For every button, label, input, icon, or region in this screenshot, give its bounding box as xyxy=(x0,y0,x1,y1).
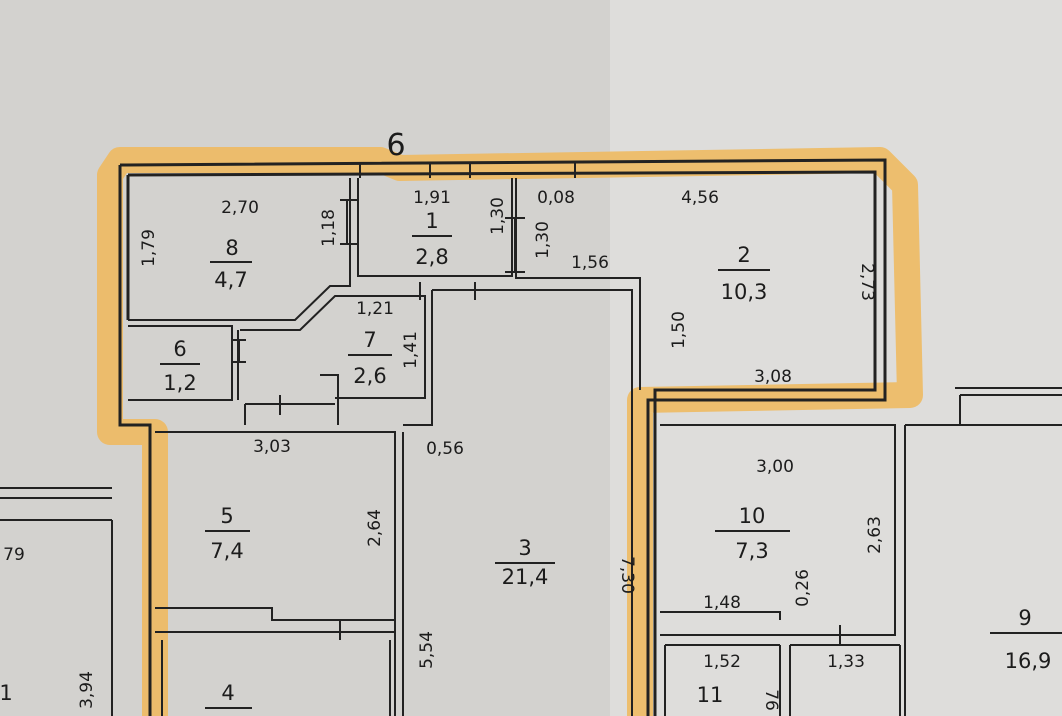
dimension-ticks xyxy=(232,199,841,645)
room-8-area: 4,7 xyxy=(214,268,247,292)
dim-label: 5,54 xyxy=(417,631,437,669)
dim-label: 2,73 xyxy=(857,263,877,301)
dim-label: 3,94 xyxy=(77,671,97,709)
room-3-number: 3 xyxy=(518,536,531,560)
dim-label: 1,30 xyxy=(488,197,508,235)
dim-label: 0,08 xyxy=(537,188,575,208)
room-10-number: 10 xyxy=(739,504,766,528)
dim-label: 79 xyxy=(3,545,25,565)
dim-label: 3,03 xyxy=(253,437,291,457)
walls xyxy=(0,158,1062,716)
dim-label: 1,21 xyxy=(356,299,394,319)
dim-label: 0,26 xyxy=(793,569,813,607)
room-5-number: 5 xyxy=(220,504,233,528)
dim-label: 1,33 xyxy=(827,652,865,672)
room-9-number: 9 xyxy=(1018,606,1031,630)
dim-label: 2,64 xyxy=(365,509,385,547)
dim-label: 4,56 xyxy=(681,188,719,208)
room-2-area: 10,3 xyxy=(721,280,768,304)
dim-label: 0,56 xyxy=(426,439,464,459)
dim-label: 1,52 xyxy=(703,652,741,672)
dim-label: 1,48 xyxy=(703,593,741,613)
dim-label: 1,91 xyxy=(413,188,451,208)
room-2-number: 2 xyxy=(737,243,750,267)
axis-marker: 6 xyxy=(386,128,405,163)
room-1-area: 2,8 xyxy=(415,245,448,269)
room-4-number: 4 xyxy=(221,681,234,705)
room-11-number: 11 xyxy=(697,683,724,707)
room-6-area: 1,2 xyxy=(163,371,196,395)
dimension-labels: 2,70 1,79 1,18 1,91 1,30 1,30 0,08 4,56 … xyxy=(0,188,885,711)
dim-label: 3,00 xyxy=(756,457,794,477)
room-6-number: 6 xyxy=(173,337,186,361)
room-10-area: 7,3 xyxy=(735,539,768,563)
dim-label: 76 xyxy=(761,689,781,711)
room-1-number: 1 xyxy=(425,209,438,233)
dim-label: 1 xyxy=(0,681,13,705)
room-7-number: 7 xyxy=(363,328,376,352)
dim-label: 7,30 xyxy=(617,556,637,594)
axis-label: 6 xyxy=(386,128,405,163)
paper-right xyxy=(610,0,1062,716)
dim-label: 1,18 xyxy=(319,209,339,247)
dim-label: 1,41 xyxy=(401,331,421,369)
room-9-area: 16,9 xyxy=(1005,649,1052,673)
dim-label: 2,63 xyxy=(865,516,885,554)
dim-label: 1,56 xyxy=(571,253,609,273)
dim-label: 2,70 xyxy=(221,198,259,218)
room-3-area: 21,4 xyxy=(502,565,549,589)
room-labels: 8 4,7 1 2,8 2 10,3 6 1,2 7 2,6 5 7,4 3 2… xyxy=(160,209,1062,709)
dim-label: 1,30 xyxy=(533,221,553,259)
paper-left xyxy=(0,0,610,716)
room-5-area: 7,4 xyxy=(210,539,243,563)
dim-label: 1,79 xyxy=(139,229,159,267)
room-8-number: 8 xyxy=(225,236,238,260)
room-7-area: 2,6 xyxy=(353,364,386,388)
dim-label: 1,50 xyxy=(669,311,689,349)
dim-label: 3,08 xyxy=(754,367,792,387)
